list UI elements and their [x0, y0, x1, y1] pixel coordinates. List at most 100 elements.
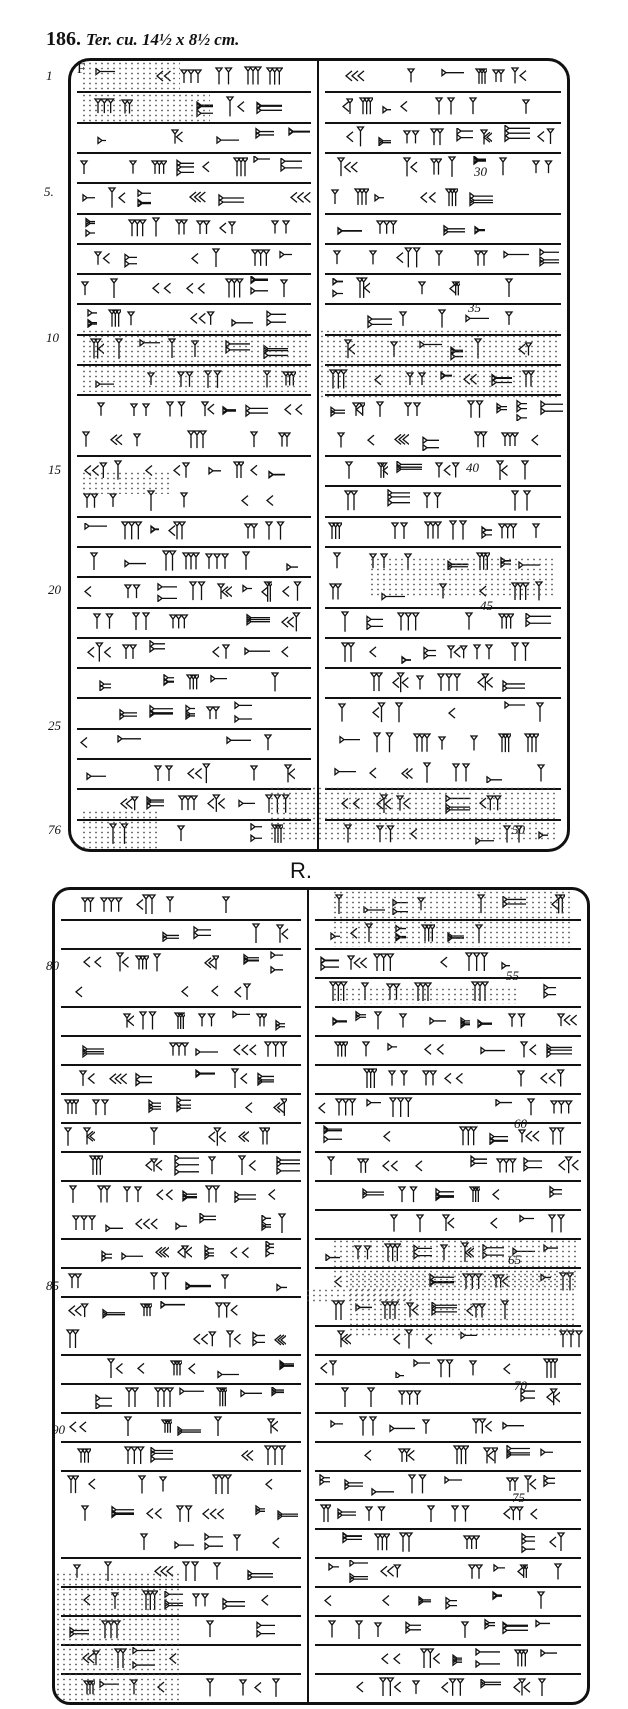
cuneiform-sign [80, 896, 95, 912]
cuneiform-sign [81, 431, 91, 448]
cuneiform-sign [368, 646, 377, 658]
ruling-line [325, 697, 561, 699]
cuneiform-sign [234, 1190, 257, 1203]
ruling-line [325, 303, 561, 305]
cuneiform-sign [205, 705, 221, 719]
cuneiform-sign [279, 250, 293, 259]
cuneiform-sign [96, 402, 106, 416]
cuneiform-sign [332, 250, 342, 265]
cuneiform-sign [150, 524, 160, 534]
cuneiform-sign [367, 434, 375, 446]
cuneiform-sign [250, 249, 271, 266]
cuneiform-sign [530, 1507, 538, 1519]
cuneiform-sign [271, 1386, 285, 1397]
ruling-line [315, 1122, 581, 1124]
cuneiform-sign [353, 188, 369, 206]
cuneiform-sign [434, 249, 444, 266]
ruling-line [315, 977, 581, 979]
cuneiform-sign [87, 308, 98, 329]
cuneiform-sign [520, 1388, 536, 1403]
cuneiform-sign [108, 186, 126, 208]
cuneiform-sign [181, 552, 200, 570]
ruling-line [61, 1180, 301, 1182]
cuneiform-sign [530, 434, 539, 446]
cuneiform-sign [233, 1043, 257, 1055]
damaged-area [80, 809, 161, 849]
cuneiform-sign [468, 97, 478, 115]
cuneiform-sign [212, 248, 221, 268]
cuneiform-sign [426, 1504, 436, 1522]
line-number: 40 [466, 460, 479, 475]
cuneiform-sign [243, 66, 262, 85]
cuneiform-sign [139, 1303, 152, 1317]
cuneiform-sign [120, 521, 143, 540]
cuneiform-sign [330, 405, 345, 418]
ruling-line [315, 1673, 581, 1675]
cuneiform-sign [189, 311, 215, 326]
cuneiform-sign [80, 737, 88, 749]
cuneiform-sign [358, 1416, 378, 1436]
cuneiform-sign [252, 1330, 265, 1347]
cuneiform-sign [217, 1370, 239, 1379]
cuneiform-sign [250, 823, 263, 843]
ruling-line [77, 243, 311, 245]
cuneiform-sign [207, 1126, 226, 1146]
cuneiform-sign [339, 735, 360, 744]
cuneiform-sign [177, 1426, 201, 1436]
cuneiform-sign [82, 1044, 104, 1059]
cuneiform-sign [204, 1244, 215, 1260]
cuneiform-sign [88, 1478, 96, 1490]
cuneiform-sign [462, 1535, 481, 1549]
cuneiform-sign [367, 1387, 376, 1407]
ruling-line [77, 576, 311, 578]
cuneiform-sign [445, 1596, 457, 1611]
cuneiform-sign [397, 1448, 415, 1462]
line-number: 55 [506, 968, 519, 983]
ruling-line [61, 1557, 301, 1559]
cuneiform-sign [417, 281, 427, 295]
cuneiform-sign [277, 432, 292, 447]
cuneiform-sign [269, 951, 283, 974]
ruling-line [315, 1180, 581, 1182]
cuneiform-sign [137, 1475, 146, 1494]
cuneiform-sign [232, 157, 248, 177]
cuneiform-sign [330, 189, 340, 205]
cuneiform-sign [540, 1447, 553, 1457]
ruling-line [315, 1151, 581, 1153]
cuneiform-sign [395, 247, 421, 268]
line-number: 30 [474, 164, 487, 179]
cuneiform-sign [206, 1620, 215, 1638]
cuneiform-sign [202, 1507, 225, 1519]
cuneiform-sign [536, 1591, 545, 1609]
cuneiform-sign [345, 70, 365, 82]
cuneiform-sign [155, 1188, 173, 1200]
cuneiform-sign [481, 525, 493, 540]
tablet-measurement: Ter. cu. 14½ x 8½ cm. [86, 30, 240, 49]
ruling-line [315, 1354, 581, 1356]
cuneiform-sign [362, 1187, 385, 1199]
cuneiform-sign [469, 735, 479, 751]
cuneiform-sign [448, 520, 468, 541]
cuneiform-sign [127, 218, 147, 236]
cuneiform-sign [254, 1681, 262, 1693]
cuneiform-sign [506, 1444, 530, 1459]
cuneiform-sign [545, 1043, 572, 1058]
cuneiform-sign [364, 1449, 372, 1461]
cuneiform-sign [498, 613, 515, 629]
cuneiform-sign [469, 191, 494, 207]
cuneiform-sign [266, 494, 274, 506]
cuneiform-sign [111, 1505, 134, 1519]
cuneiform-sign [139, 1533, 149, 1551]
cuneiform-sign [464, 612, 474, 631]
cuneiform-sign [161, 1419, 173, 1433]
cuneiform-sign [390, 522, 408, 539]
cuneiform-sign [151, 217, 161, 237]
cuneiform-sign [193, 925, 212, 940]
cuneiform-sign [221, 895, 231, 913]
cuneiform-sign [522, 98, 531, 114]
cuneiform-sign [123, 584, 141, 598]
cuneiform-sign [502, 1421, 525, 1431]
cuneiform-sign [372, 732, 394, 753]
cuneiform-sign [158, 1476, 168, 1492]
ruling-line [77, 728, 311, 730]
